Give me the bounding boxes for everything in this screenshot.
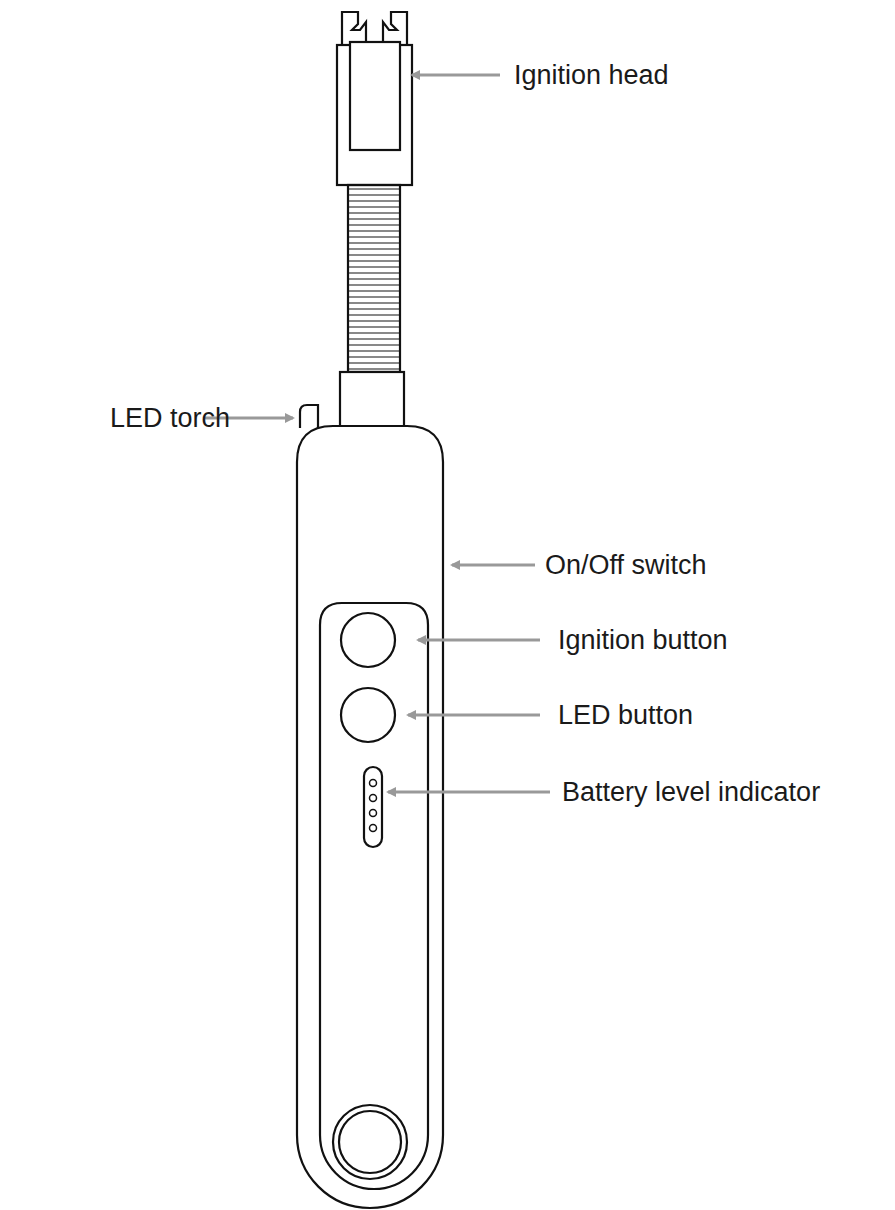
part-label: Ignition head [514, 59, 669, 91]
part-label: Battery level indicator [562, 776, 820, 808]
part-label: LED torch [110, 402, 230, 434]
part-label: LED button [558, 699, 693, 731]
leader-arrows [205, 75, 550, 792]
part-label: On/Off switch [545, 549, 707, 581]
part-label: Ignition button [558, 624, 728, 656]
lighter-outline [297, 12, 443, 1208]
